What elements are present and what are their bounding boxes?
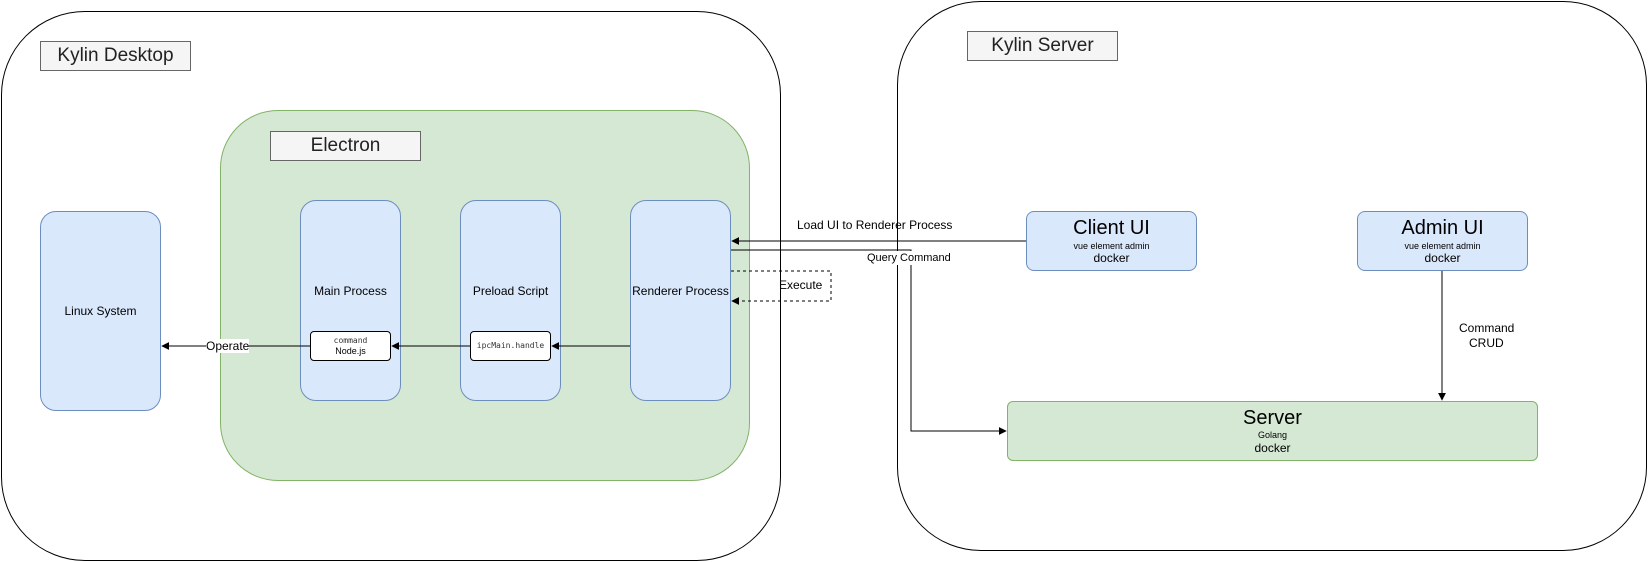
query-command-label: Query Command <box>867 251 951 265</box>
renderer-process-node: Renderer Process <box>630 200 731 401</box>
nodejs-command-box: command Node.js <box>310 331 391 361</box>
command-label: Command <box>1459 321 1515 335</box>
linux-system-node: Linux System <box>40 211 161 411</box>
command-code-text: command <box>333 336 368 345</box>
linux-system-label: Linux System <box>64 304 137 318</box>
server-title: Server <box>1243 407 1302 429</box>
admin-ui-deploy: docker <box>1424 251 1461 265</box>
main-process-node: Main Process <box>300 200 401 401</box>
preload-script-node: Preload Script <box>460 200 561 401</box>
operate-label: Operate <box>206 339 250 353</box>
client-ui-deploy: docker <box>1093 251 1130 265</box>
load-ui-label: Load UI to Renderer Process <box>797 218 953 232</box>
edge-query-command <box>731 249 1007 435</box>
renderer-process-label: Renderer Process <box>632 283 729 298</box>
client-ui-node: Client UI vue element admin docker <box>1026 211 1197 271</box>
kylin-server-title: Kylin Server <box>967 31 1118 61</box>
admin-ui-node: Admin UI vue element admin docker <box>1357 211 1528 271</box>
client-ui-title: Client UI <box>1073 217 1150 239</box>
server-deploy: docker <box>1254 441 1291 455</box>
main-process-label: Main Process <box>314 283 387 298</box>
server-node: Server Golang docker <box>1007 401 1538 461</box>
kylin-desktop-title: Kylin Desktop <box>40 41 191 71</box>
ipcmain-handle-box: ipcMain.handle <box>470 331 551 361</box>
crud-label: CRUD <box>1469 336 1504 350</box>
nodejs-text: Node.js <box>335 346 366 356</box>
edge-execute <box>731 270 832 305</box>
execute-label: Execute <box>779 278 823 292</box>
ipcmain-handle-text: ipcMain.handle <box>476 341 545 350</box>
server-sub: Golang <box>1257 430 1288 440</box>
electron-title: Electron <box>270 131 421 161</box>
admin-ui-title: Admin UI <box>1401 217 1484 239</box>
admin-ui-sub: vue element admin <box>1404 241 1481 251</box>
client-ui-sub: vue element admin <box>1073 241 1150 251</box>
preload-script-label: Preload Script <box>472 283 549 298</box>
